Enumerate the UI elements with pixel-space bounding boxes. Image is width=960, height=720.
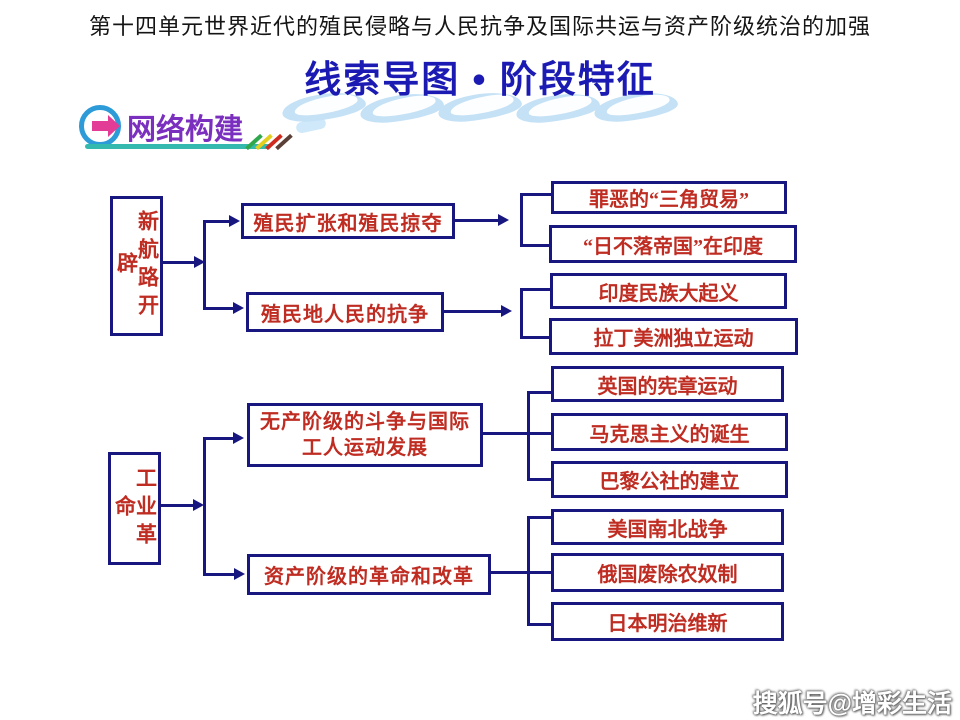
node-empire-india: “日不落帝国”在印度 — [549, 225, 797, 263]
bracket-stub — [527, 516, 551, 519]
connector-line — [163, 261, 194, 264]
node-bourgeois-revolutions: 资产阶级的革命和改革 — [247, 554, 491, 595]
node-chartist-movement: 英国的宪章运动 — [551, 366, 784, 402]
banner-title: 线索导图 • 阶段特征 — [304, 59, 656, 100]
bracket-stub — [520, 244, 551, 247]
arrowhead-icon — [233, 302, 244, 314]
bracket-line — [520, 288, 523, 339]
node-proletariat-struggle: 无产阶级的斗争与国际 工人运动发展 — [247, 403, 483, 467]
badge-underline — [85, 144, 271, 149]
node-birth-of-marxism: 马克思主义的诞生 — [551, 413, 788, 451]
pink-arrow-icon — [92, 121, 108, 131]
node-label: “日不落帝国”在印度 — [583, 235, 763, 258]
node-label: 工业革命 — [112, 466, 158, 551]
bracket-stub — [527, 478, 551, 481]
connector-line — [490, 571, 551, 574]
bracket-stub — [520, 193, 551, 196]
node-paris-commune: 巴黎公社的建立 — [551, 461, 788, 498]
node-american-civil-war: 美国南北战争 — [551, 509, 784, 545]
node-triangle-trade: 罪恶的“三角贸易” — [551, 181, 787, 214]
node-russian-serfdom-abolition: 俄国废除农奴制 — [551, 553, 784, 592]
node-label: 日本明治维新 — [607, 613, 728, 635]
node-colonial-resistance: 殖民地人民的抗争 — [246, 292, 444, 332]
arrowhead-icon — [229, 215, 240, 227]
node-label: 拉丁美洲独立运动 — [593, 328, 754, 350]
node-label: 英国的宪章运动 — [597, 375, 738, 398]
unit-title: 第十四单元世界近代的殖民侵略与人民抗争及国际共运与资产阶级统治的加强 — [88, 14, 871, 39]
node-meiji-restoration: 日本明治维新 — [551, 602, 784, 641]
arrowhead-icon — [234, 568, 245, 580]
bracket-stub — [520, 288, 550, 291]
node-label: 殖民扩张和殖民掠夺 — [253, 212, 443, 235]
node-label-line1: 无产阶级的斗争与国际 — [260, 411, 470, 433]
node-label: 殖民地人民的抗争 — [261, 303, 429, 326]
arrowhead-icon — [193, 499, 204, 511]
bracket-line — [520, 193, 523, 247]
node-indian-uprising: 印度民族大起义 — [550, 273, 787, 309]
watermark: 搜狐号@增彩生活 — [752, 690, 952, 718]
connector-line — [455, 219, 498, 222]
node-label: 印度民族大起义 — [598, 282, 739, 305]
connector-line — [161, 504, 193, 507]
connector-line — [203, 437, 233, 440]
connector-line — [203, 573, 234, 576]
node-latin-america-independence: 拉丁美洲独立运动 — [549, 318, 798, 355]
bracket-line — [527, 391, 530, 481]
connector-line — [483, 432, 551, 435]
node-label-line2: 工人运动发展 — [302, 437, 428, 459]
node-label: 巴黎公社的建立 — [599, 471, 740, 493]
node-label: 罪恶的“三角贸易” — [589, 189, 749, 211]
badge-label: 网络构建 — [127, 114, 244, 146]
bracket-stub — [527, 391, 551, 394]
node-label: 马克思主义的诞生 — [589, 423, 750, 446]
branch-line — [203, 437, 206, 576]
node-label: 新航路开辟 — [114, 210, 160, 322]
node-label: 资产阶级的革命和改革 — [264, 566, 474, 588]
node-new-sea-routes: 新航路开辟 — [110, 196, 163, 336]
node-colonial-expansion: 殖民扩张和殖民掠夺 — [241, 203, 455, 239]
bracket-line — [527, 516, 530, 626]
node-industrial-revolution: 工业革命 — [108, 452, 161, 565]
pink-arrow-icon — [108, 115, 120, 137]
connector-line — [203, 307, 233, 310]
branch-line — [203, 220, 206, 310]
bracket-stub — [527, 623, 551, 626]
arrowhead-icon — [498, 214, 509, 226]
arrowhead-icon — [194, 256, 205, 268]
connector-line — [203, 220, 229, 223]
bracket-stub — [520, 336, 549, 339]
arrowhead-icon — [233, 432, 244, 444]
node-label: 美国南北战争 — [607, 518, 728, 541]
arrowhead-icon — [501, 305, 512, 317]
connector-line — [444, 310, 501, 313]
node-label: 俄国废除农奴制 — [597, 564, 738, 586]
